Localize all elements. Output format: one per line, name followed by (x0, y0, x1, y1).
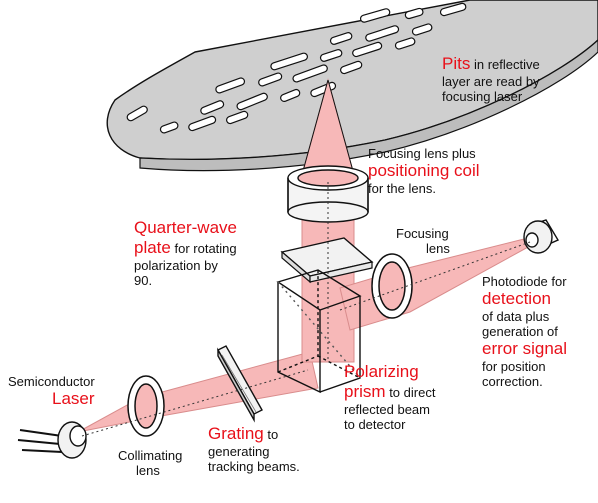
label-pits-key: Pits (442, 54, 470, 73)
label-focus-lens-line1: Focusing lens plus (368, 146, 480, 161)
label-quarter-line4: 90. (134, 273, 237, 288)
label-laser: Semiconductor Laser (8, 374, 95, 409)
label-quarter-key1: Quarter-wave (134, 218, 237, 238)
label-pits-line3: focusing laser (442, 89, 540, 104)
label-collimating-line2: lens (118, 463, 182, 478)
label-collimating-line1: Collimating (118, 448, 182, 463)
label-focus-lens: Focusing lens plus positioning coil for … (368, 146, 480, 196)
label-prism-line4: to detector (344, 417, 435, 432)
label-grating: Grating to generating tracking beams. (208, 424, 300, 474)
label-prism-rest: to direct (389, 385, 435, 400)
label-photodiode-line3: of data plus (482, 309, 567, 324)
label-photodiode-key1: detection (482, 289, 567, 309)
photodiode (524, 220, 558, 253)
label-prism: Polarizing prism to direct reflected bea… (344, 362, 435, 432)
label-photodiode-line4: generation of (482, 324, 567, 339)
label-quarter-key2: plate (134, 238, 171, 257)
label-prism-key2: prism (344, 382, 386, 401)
label-prism-key1: Polarizing (344, 362, 435, 382)
label-pits-line2: layer are read by (442, 74, 540, 89)
label-quarter-rest: for rotating (175, 241, 237, 256)
label-grating-line3: tracking beams. (208, 459, 300, 474)
label-focusing-lens-line2: lens (396, 241, 450, 256)
label-photodiode-line7: correction. (482, 374, 567, 389)
label-photodiode-key2: error signal (482, 339, 567, 359)
semiconductor-laser (18, 422, 86, 458)
label-photodiode-line1: Photodiode for (482, 274, 567, 289)
label-quarter-line3: polarization by (134, 258, 237, 273)
label-focus-lens-line3: for the lens. (368, 181, 480, 196)
label-grating-line2: generating (208, 444, 300, 459)
label-laser-line1: Semiconductor (8, 374, 95, 389)
label-focus-lens-key: positioning coil (368, 161, 480, 181)
laser-beam (78, 352, 318, 432)
label-grating-rest: to (267, 427, 278, 442)
label-photodiode-line6: for position (482, 359, 567, 374)
label-collimating: Collimating lens (118, 448, 182, 478)
label-pits-rest: in reflective (474, 57, 540, 72)
label-focusing-lens-line1: Focusing (396, 226, 450, 241)
collimating-lens (128, 376, 164, 436)
label-photodiode: Photodiode for detection of data plus ge… (482, 274, 567, 389)
label-focusing-lens: Focusing lens (396, 226, 450, 256)
label-quarter-wave: Quarter-wave plate for rotating polariza… (134, 218, 237, 288)
label-prism-line3: reflected beam (344, 402, 435, 417)
label-grating-key: Grating (208, 424, 264, 443)
label-pits: Pits in reflective layer are read by foc… (442, 54, 540, 104)
label-laser-key: Laser (8, 389, 95, 409)
